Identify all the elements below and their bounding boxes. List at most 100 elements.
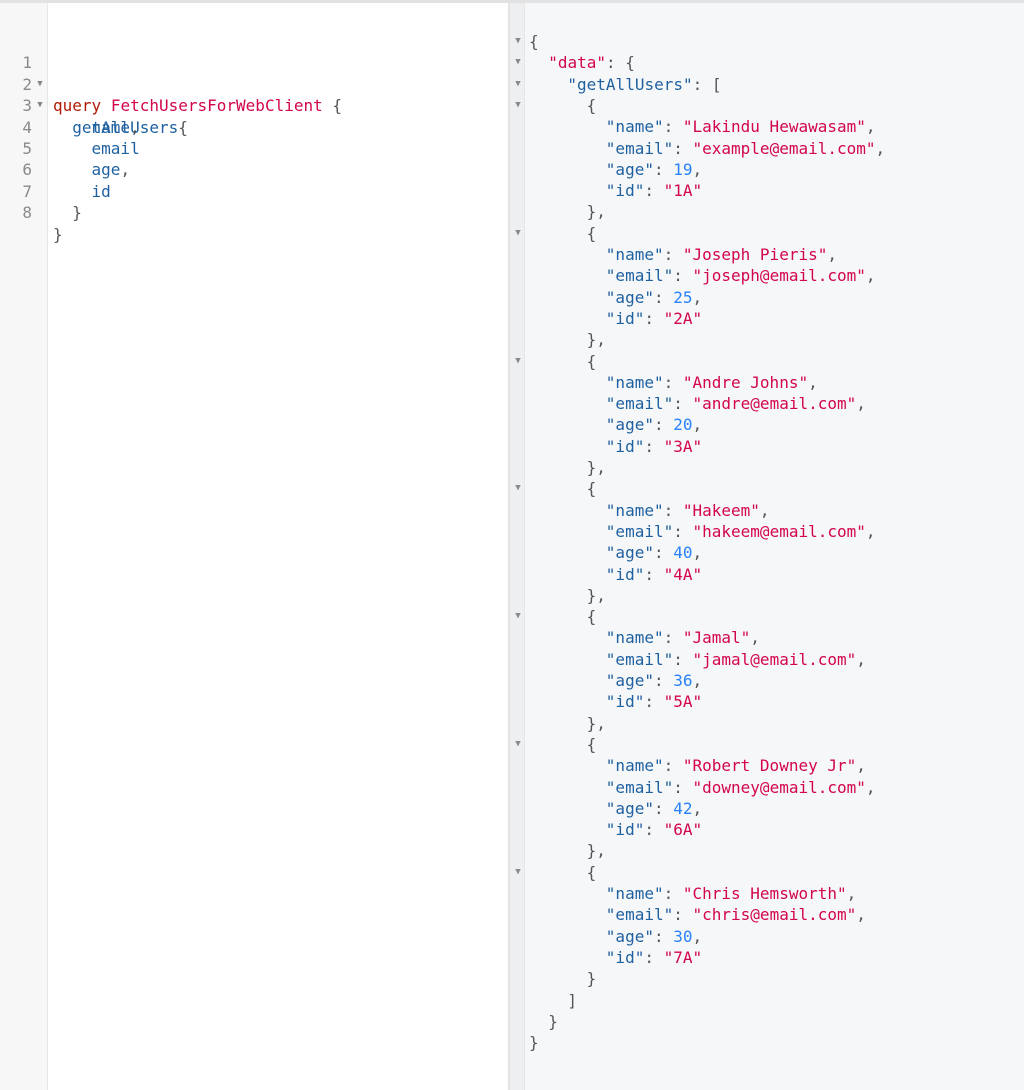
json-string-value: "6A"	[663, 820, 703, 840]
result-code: }	[529, 1032, 539, 1053]
result-line: ▼{	[510, 31, 1024, 52]
result-line: "email": "andre@email.com",	[510, 393, 1024, 414]
json-string-value: "4A"	[663, 564, 703, 584]
result-line: ▼{	[510, 862, 1024, 883]
fold-arrow-icon[interactable]: ▼	[515, 78, 521, 89]
result-line: "email": "chris@email.com",	[510, 904, 1024, 925]
line-number: 2	[22, 74, 32, 94]
result-code: },	[587, 840, 606, 861]
query-field: age	[91, 160, 121, 180]
fold-arrow-icon[interactable]: ▼	[515, 738, 521, 749]
json-string-value: "Joseph Pieris"	[682, 245, 828, 264]
fold-arrow-icon[interactable]: ▼	[515, 355, 521, 366]
result-line: "age": 40,	[510, 542, 1024, 563]
json-key: "email"	[605, 394, 674, 414]
fold-arrow-icon[interactable]: ▼	[515, 483, 521, 494]
json-punct: ,	[692, 798, 703, 818]
json-number-value: 36	[673, 671, 693, 690]
fold-arrow-icon[interactable]: ▼	[37, 100, 43, 111]
json-brace: }	[586, 969, 597, 989]
fold-arrow-icon[interactable]: ▼	[515, 99, 521, 110]
result-line: "name": "Jamal",	[510, 627, 1024, 648]
json-key: "id"	[605, 692, 645, 712]
json-punct: ,	[856, 905, 866, 925]
result-line: },	[510, 329, 1024, 350]
json-key: "name"	[605, 372, 664, 392]
json-key: "id"	[605, 181, 645, 201]
result-line: "name": "Andre Johns",	[510, 372, 1024, 393]
line-number: 3	[22, 96, 32, 116]
json-key: "age"	[605, 287, 654, 307]
json-brace: },	[586, 458, 606, 477]
json-punct: ,	[692, 926, 703, 946]
json-key: "age"	[605, 415, 654, 435]
result-code: "data": {	[548, 52, 635, 73]
result-code: "email": "hakeem@email.com",	[606, 521, 876, 542]
json-string-value: "andre@email.com"	[692, 394, 857, 414]
result-line: }	[510, 1032, 1024, 1053]
line-number: 4	[22, 117, 32, 137]
result-code: "age": 30,	[606, 926, 702, 947]
result-line: "age": 30,	[510, 926, 1024, 947]
result-line: ▼{	[510, 223, 1024, 244]
json-punct: ,	[865, 521, 876, 541]
json-brace: {	[586, 862, 597, 882]
json-string-value: "jamal@email.com"	[692, 649, 857, 669]
pane-divider[interactable]	[508, 3, 510, 1090]
json-punct: :	[653, 159, 674, 179]
json-key: "email"	[605, 649, 674, 669]
result-line: "email": "downey@email.com",	[510, 777, 1024, 798]
result-line: ▼ "data": {	[510, 52, 1024, 73]
query-line: 6 id	[0, 138, 508, 200]
json-punct: :	[663, 884, 683, 903]
fold-arrow-icon[interactable]: ▼	[515, 36, 521, 46]
fold-arrow-icon[interactable]: ▼	[515, 866, 521, 877]
json-punct: :	[673, 138, 693, 158]
json-bracket: ]	[567, 990, 578, 1010]
result-line: "age": 25,	[510, 287, 1024, 308]
json-string-value: "joseph@email.com"	[692, 266, 866, 286]
json-punct: :	[644, 181, 664, 201]
json-punct: ,	[865, 266, 876, 286]
result-line: "name": "Joseph Pieris",	[510, 244, 1024, 265]
json-string-value: "2A"	[663, 308, 703, 328]
query-line: 2 ▼ getAllUsers{	[0, 52, 508, 137]
result-line: "email": "jamal@email.com",	[510, 649, 1024, 670]
result-line: },	[510, 457, 1024, 478]
json-number-value: 40	[673, 543, 693, 563]
json-punct: :	[673, 394, 693, 414]
line-number: 1	[22, 53, 32, 73]
json-string-value: "chris@email.com"	[692, 905, 857, 925]
json-string-value: "hakeem@email.com"	[692, 521, 866, 541]
json-brace: },	[586, 585, 606, 605]
json-punct: :	[644, 308, 664, 328]
result-line: ▼{	[510, 95, 1024, 116]
result-code: {	[587, 734, 597, 755]
result-line: "name": "Hakeem",	[510, 500, 1024, 521]
result-code: "email": "joseph@email.com",	[606, 265, 876, 286]
result-line: "id": "7A"	[510, 947, 1024, 968]
result-code: {	[587, 95, 597, 116]
json-brace: {	[586, 734, 597, 754]
result-code: {	[587, 478, 597, 499]
json-string-value: "3A"	[663, 436, 703, 456]
result-code: "age": 36,	[606, 670, 702, 691]
result-line: },	[510, 840, 1024, 861]
json-key: "email"	[605, 905, 674, 925]
json-punct: ,	[692, 671, 703, 690]
fold-arrow-icon[interactable]: ▼	[515, 611, 521, 622]
query-line: 8 }	[0, 181, 508, 243]
fold-arrow-icon[interactable]: ▼	[515, 57, 521, 68]
json-key: "name"	[605, 628, 664, 648]
result-code: },	[587, 457, 606, 478]
json-key: "name"	[605, 884, 664, 903]
result-code: "email": "example@email.com",	[606, 138, 885, 159]
json-punct: :	[644, 820, 664, 840]
json-punct: :	[653, 926, 674, 946]
query-line: 3 name,	[0, 74, 508, 136]
fold-arrow-icon[interactable]: ▼	[515, 227, 521, 238]
result-viewer[interactable]: ▼{▼"data": {▼"getAllUsers": [▼{"name": "…	[510, 3, 1024, 1090]
result-code: "name": "Andre Johns",	[606, 372, 818, 393]
fold-arrow-icon[interactable]: ▼	[37, 78, 43, 89]
query-editor[interactable]: 1 ▼ query FetchUsersForWebClient { 2 ▼ g…	[0, 3, 508, 1090]
